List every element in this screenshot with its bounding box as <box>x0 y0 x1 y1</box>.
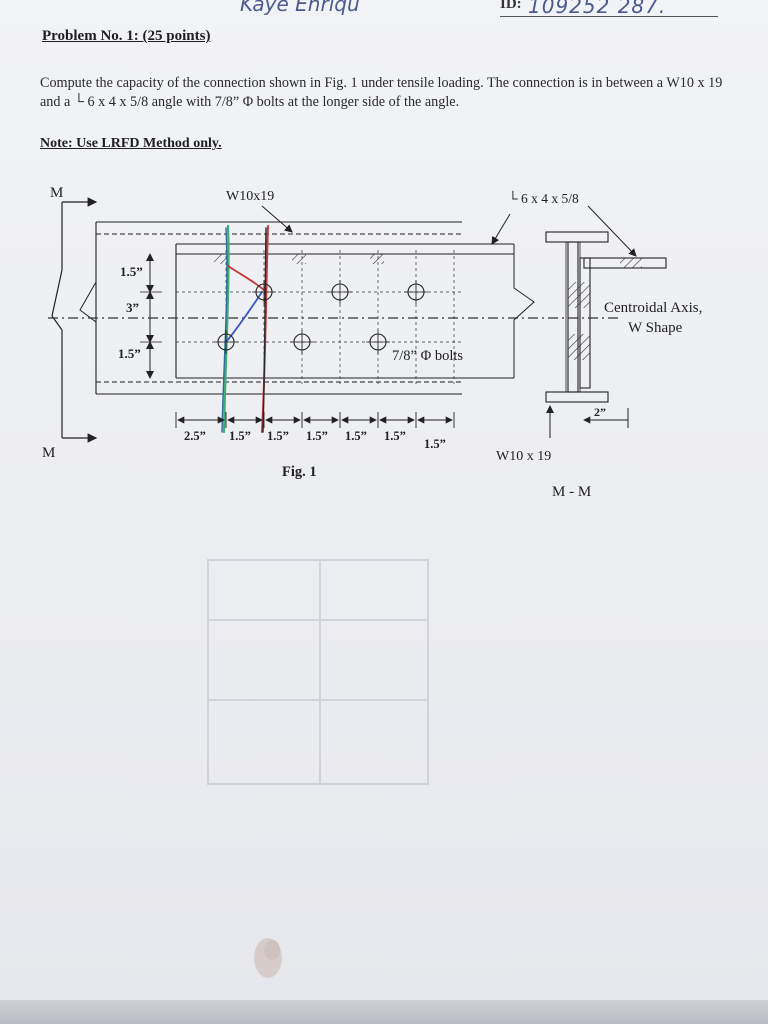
dim-bottom: 2.5” <box>184 429 206 443</box>
bolt-label: 7/8” Φ bolts <box>392 348 463 364</box>
id-label: ID: <box>500 0 522 12</box>
section-caption: M - M <box>552 484 591 500</box>
bolt-hole <box>252 280 276 304</box>
dim-left-bot: 1.5” <box>118 346 141 361</box>
student-name-scribble: Kaye Enriqu <box>240 0 360 16</box>
figure-caption: Fig. 1 <box>282 464 317 480</box>
dim-left-mid: 3” <box>126 300 139 315</box>
beam-label: W10x19 <box>226 189 274 204</box>
dim-bottom: 1.5” <box>424 437 446 451</box>
bolt-hole <box>366 330 390 354</box>
bolt-group <box>214 280 428 354</box>
section-beam-label: W10 x 19 <box>496 449 551 464</box>
bottom-dimensions: 2.5” 1.5” 1.5” 1.5” 1.5” 1.5” 1.5” <box>175 412 455 451</box>
method-note: Note: Use LRFD Method only. <box>40 136 222 151</box>
dim-bottom: 1.5” <box>345 429 367 443</box>
student-failure-paths <box>221 224 269 434</box>
centroid-label-1: Centroidal Axis, <box>604 300 702 316</box>
bolt-hole <box>328 280 352 304</box>
dim-bottom: 1.5” <box>229 429 251 443</box>
show-through-sketch <box>207 559 429 785</box>
bolt-hole <box>290 330 314 354</box>
left-dimensions: 1.5” 3” 1.5” <box>118 253 162 379</box>
dim-left-top: 1.5” <box>120 264 143 279</box>
dim-bottom: 1.5” <box>384 429 406 443</box>
section-label-bottom: M <box>42 445 55 461</box>
dim-bottom: 1.5” <box>267 429 289 443</box>
section-dim: 2” <box>594 405 606 419</box>
dim-bottom: 1.5” <box>306 429 328 443</box>
bolt-hole <box>404 280 428 304</box>
connection-figure: M M <box>42 185 702 500</box>
problem-title: Problem No. 1: (25 points) <box>42 28 211 44</box>
angle-label: └ 6 x 4 x 5/8 <box>508 190 579 206</box>
paper-sheet <box>0 0 768 1000</box>
desk-edge <box>0 1000 768 1024</box>
section-view: Centroidal Axis, W Shape 2” W10 x 19 M -… <box>496 205 702 500</box>
problem-statement: Compute the capacity of the connection s… <box>40 75 723 110</box>
centroid-label-2: W Shape <box>628 320 683 336</box>
beam-elevation <box>79 221 462 395</box>
header-rule <box>500 16 718 17</box>
id-handwritten: 109252 287. <box>528 0 667 18</box>
bolt-hole <box>214 330 238 354</box>
angle-plate <box>175 243 535 379</box>
page-smudge <box>254 938 282 978</box>
section-cut-line: M M <box>42 185 98 461</box>
section-label-top: M <box>50 185 63 201</box>
